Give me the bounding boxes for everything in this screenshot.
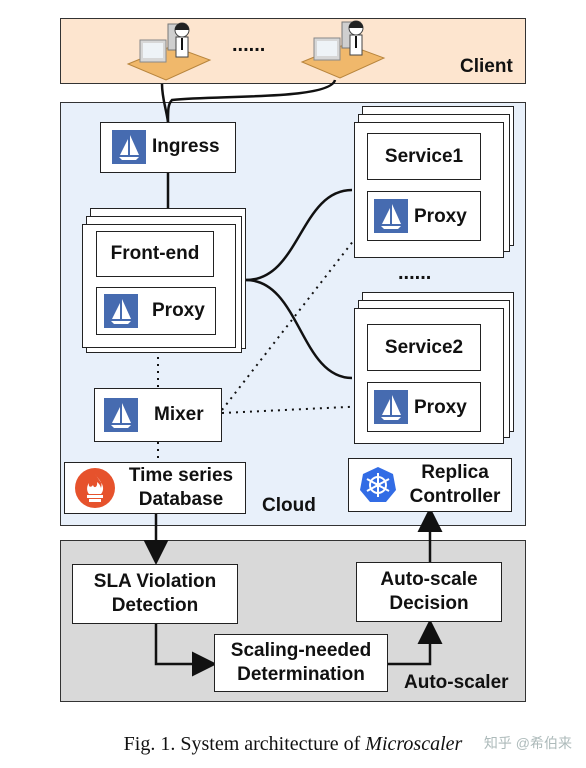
figure-caption: Fig. 1. System architecture of Microscal… <box>0 733 586 756</box>
istio-sail-icon <box>374 390 408 424</box>
frontend-proxy-label: Proxy <box>152 300 205 321</box>
frontend-to-service2-wire <box>245 278 353 380</box>
tsdb-label: Time series Database <box>118 463 244 513</box>
istio-sail-icon <box>112 130 146 164</box>
istio-sail-icon <box>104 398 138 432</box>
frontend-label: Front-end <box>96 231 214 277</box>
client-workstation-icon <box>122 20 212 84</box>
scaling-needed-determination-box: Scaling-needed Determination <box>214 634 388 692</box>
replica-label-line1: Replica <box>421 462 489 484</box>
client-workstation-icon <box>296 18 386 82</box>
service2-proxy-label: Proxy <box>414 397 467 418</box>
client2-to-ingress-wire <box>166 79 337 123</box>
decision-line1: Auto-scale <box>380 569 478 591</box>
autoscaler-label: Auto-scaler <box>404 672 509 693</box>
mixer-to-service2-proxy-link <box>221 405 369 414</box>
replica-label-line2: Controller <box>409 486 501 507</box>
prometheus-flame-icon <box>74 467 116 509</box>
service1-label: Service1 <box>367 133 481 180</box>
client-ellipsis: ...... <box>232 34 266 56</box>
scaling-to-decision-arrow <box>388 619 443 666</box>
kubernetes-wheel-icon <box>358 465 398 505</box>
sla-line1: SLA Violation <box>93 571 217 593</box>
sla-violation-detection-box: SLA Violation Detection <box>72 564 238 624</box>
mixer-to-service1-proxy-link <box>221 221 369 411</box>
service1-proxy-label: Proxy <box>414 206 467 227</box>
caption-prefix: Fig. 1. System architecture of <box>123 733 366 755</box>
service2-label: Service2 <box>367 324 481 371</box>
sla-line2: Detection <box>111 595 199 616</box>
cloud-label: Cloud <box>262 495 316 516</box>
tsdb-label-line1: Time series <box>128 465 234 487</box>
istio-sail-icon <box>374 199 408 233</box>
sla-to-scaling-arrow <box>154 624 217 677</box>
client-label: Client <box>460 56 513 77</box>
istio-sail-icon <box>104 294 138 328</box>
scaling-line1: Scaling-needed <box>230 640 372 662</box>
mixer-label: Mixer <box>154 404 204 425</box>
client-region <box>60 18 526 84</box>
autoscale-decision-box: Auto-scale Decision <box>356 562 502 622</box>
scaling-line2: Determination <box>237 664 365 685</box>
caption-system-name: Microscaler <box>365 733 463 755</box>
frontend-to-service1-wire <box>245 188 353 282</box>
decision-line2: Decision <box>389 593 469 614</box>
ingress-label: Ingress <box>152 136 220 157</box>
watermark: 知乎 @希伯来 <box>483 735 572 751</box>
tsdb-label-line2: Database <box>138 489 224 510</box>
replica-controller-label: Replica Controller <box>400 459 510 511</box>
services-ellipsis: ...... <box>398 262 432 284</box>
